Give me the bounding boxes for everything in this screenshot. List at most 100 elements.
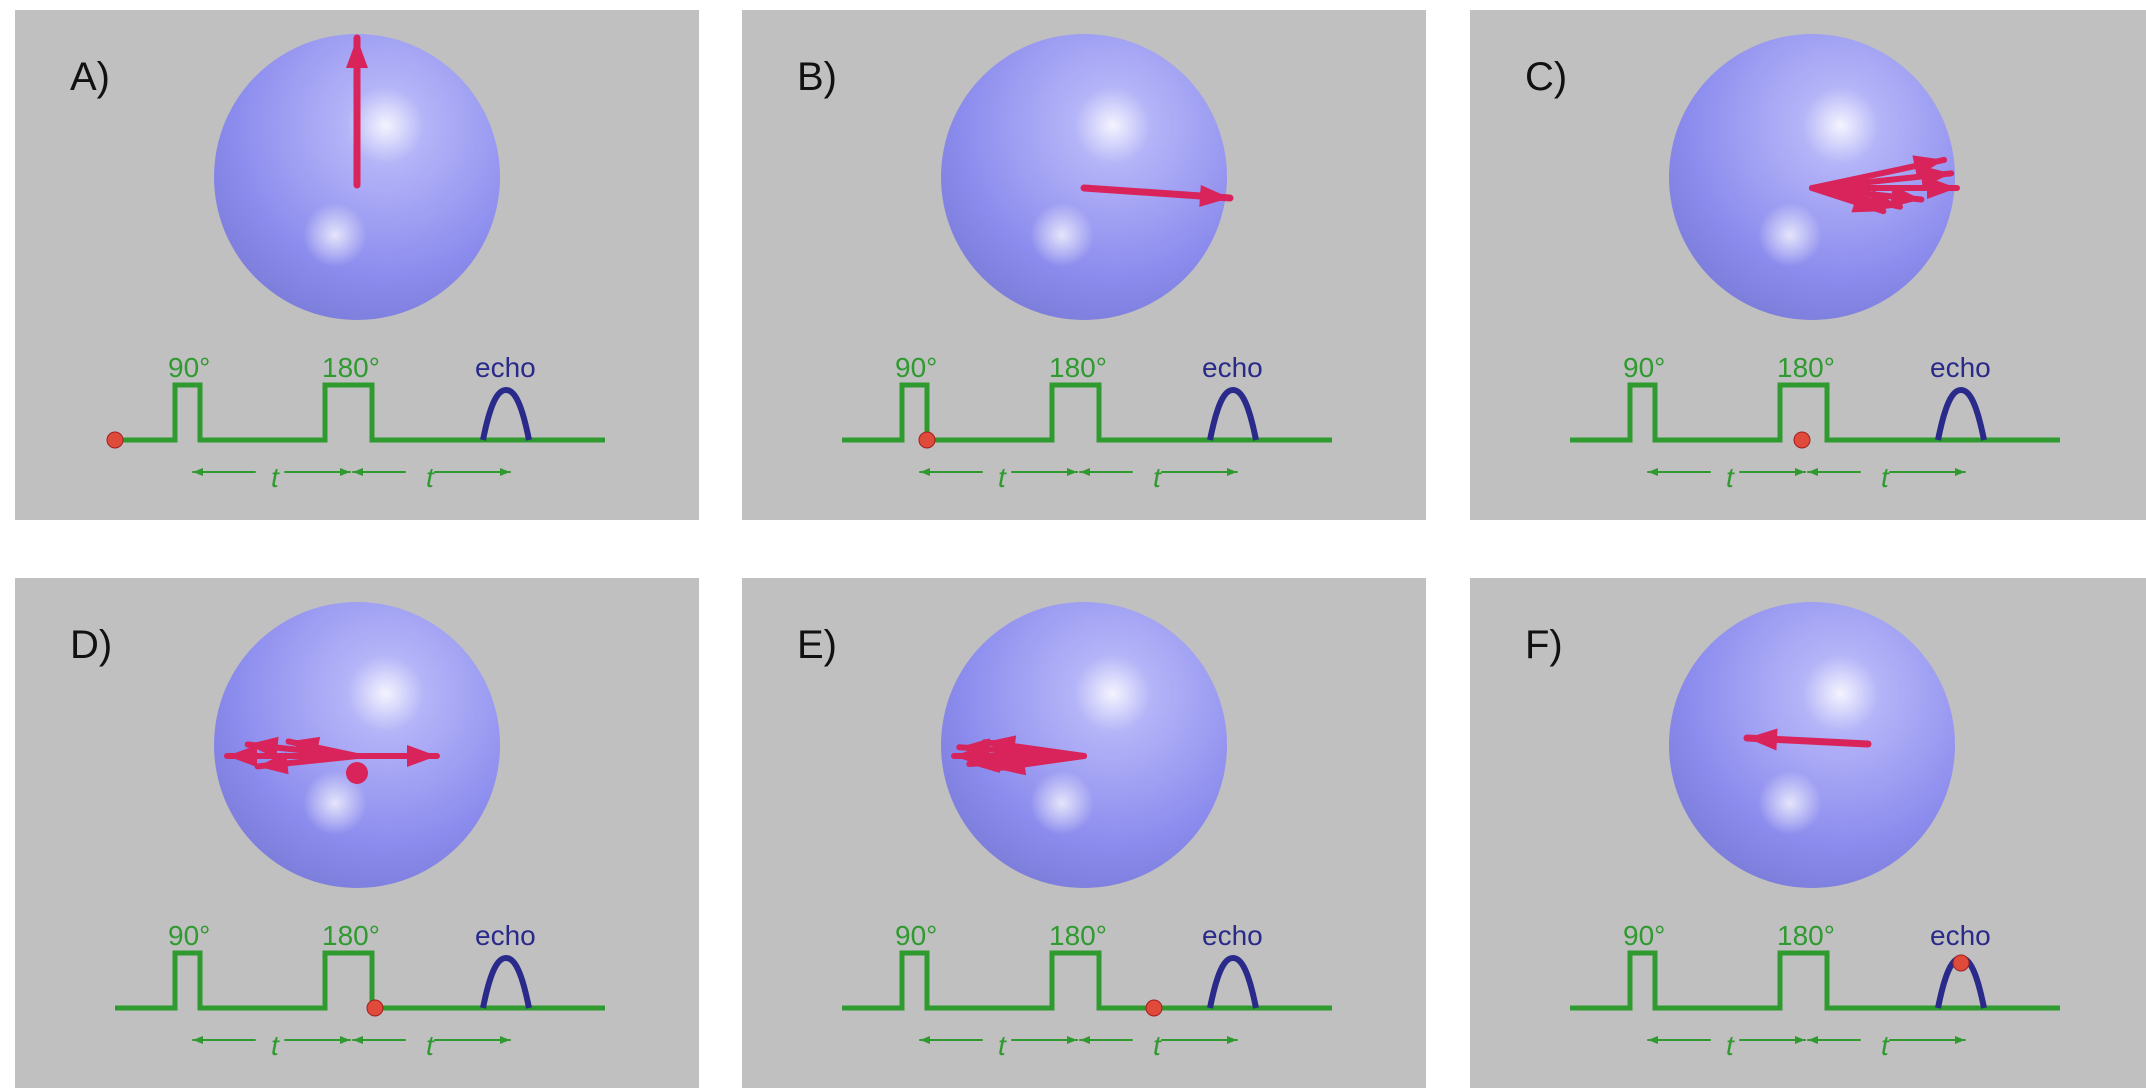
timing-arrow-3 [1807, 1036, 1861, 1044]
magnetization-arrow [1743, 728, 1872, 751]
timing-arrow-1 [192, 1036, 256, 1044]
bloch-sphere [941, 34, 1227, 320]
timing-arrow-4 [1161, 1036, 1238, 1044]
panel-d: D) 90° 180° echo t t [15, 578, 699, 1088]
timing-arrow-1 [919, 468, 983, 476]
echo-label: echo [1930, 920, 1991, 951]
time-marker [1952, 954, 1970, 972]
time-marker [918, 431, 936, 449]
pulse-sequence-line [842, 950, 1332, 1011]
timing-arrow-2 [1739, 1036, 1806, 1044]
magnetization-arrow [1080, 184, 1234, 207]
time-marker [106, 431, 124, 449]
timing-arrow-2 [1739, 468, 1806, 476]
pulse-sequence-line [1570, 382, 2060, 443]
panel-label: C) [1525, 55, 1568, 99]
timing-arrow-1 [192, 468, 256, 476]
timing-arrow-3 [352, 468, 406, 476]
pulse-sequence-line [115, 382, 605, 443]
bloch-sphere [1669, 34, 1955, 320]
timing-arrow-4 [1889, 1036, 1966, 1044]
echo-label: echo [1930, 352, 1991, 383]
panel-label: A) [70, 55, 110, 99]
time-marker [1793, 431, 1811, 449]
timing-arrow-3 [352, 1036, 406, 1044]
time-marker [1145, 999, 1163, 1017]
panel-label: E) [797, 623, 837, 667]
echo-signal [1207, 386, 1259, 441]
pulse-180-label: 180° [1777, 352, 1835, 383]
pulse-90-label: 90° [168, 920, 211, 951]
interval-t-label: t [1881, 462, 1889, 493]
pulse-90-label: 90° [1623, 352, 1666, 383]
echo-label: echo [1202, 352, 1263, 383]
bloch-sphere [214, 602, 500, 888]
magnetization-arrow-4 [981, 735, 1087, 759]
interval-t-label: t [1881, 1030, 1889, 1061]
pulse-90-label: 90° [1623, 920, 1666, 951]
magnetization-arrow-3 [254, 752, 360, 775]
timing-arrow-2 [1011, 1036, 1078, 1044]
panel-e: E) 90° 180° echo t t [742, 578, 1426, 1088]
interval-t-label: t [1726, 1030, 1734, 1061]
interval-t-label: t [1153, 1030, 1161, 1061]
interval-t-label: t [426, 1030, 434, 1061]
panel-diagram [1570, 602, 2060, 1044]
echo-signal [480, 386, 532, 441]
panel-label: D) [70, 623, 113, 667]
pulse-90-label: 90° [168, 352, 211, 383]
pulse-sequence-line [1570, 950, 2060, 1011]
timing-arrow-3 [1079, 1036, 1133, 1044]
vector-origin-ball [346, 762, 368, 784]
panel-f: F) 90° 180° echo t t [1470, 578, 2146, 1088]
interval-t-label: t [1726, 462, 1734, 493]
panel-diagram [842, 34, 1332, 476]
interval-t-label: t [271, 1030, 279, 1061]
timing-arrow-4 [434, 468, 511, 476]
panel-c: C) 90° 180° echo t t [1470, 10, 2146, 520]
timing-arrow-4 [1889, 468, 1966, 476]
timing-arrow-4 [434, 1036, 511, 1044]
bloch-sphere [1669, 602, 1955, 888]
timing-arrow-4 [1161, 468, 1238, 476]
pulse-sequence-line [842, 382, 1332, 443]
time-marker [366, 999, 384, 1017]
timing-arrow-2 [1011, 468, 1078, 476]
panel-a: A) 90° 180° echo t t [15, 10, 699, 520]
magnetization-arrow-5 [285, 736, 360, 759]
magnetization-arrow-6 [1809, 185, 1887, 215]
interval-t-label: t [998, 1030, 1006, 1061]
interval-t-label: t [1153, 462, 1161, 493]
pulse-180-label: 180° [1049, 920, 1107, 951]
pulse-180-label: 180° [1777, 920, 1835, 951]
magnetization-arrow-4 [354, 745, 440, 767]
interval-t-label: t [271, 462, 279, 493]
interval-t-label: t [426, 462, 434, 493]
echo-label: echo [475, 352, 536, 383]
timing-arrow-1 [1647, 468, 1711, 476]
timing-arrow-2 [284, 1036, 351, 1044]
pulse-90-label: 90° [895, 352, 938, 383]
echo-signal [480, 954, 532, 1009]
magnetization-arrow-5 [991, 753, 1087, 776]
interval-t-label: t [998, 462, 1006, 493]
echo-signal [1207, 954, 1259, 1009]
panel-label: F) [1525, 623, 1563, 667]
echo-label: echo [475, 920, 536, 951]
timing-arrow-1 [919, 1036, 983, 1044]
magnetization-arrow [346, 34, 368, 189]
panel-b: B) 90° 180° echo t t [742, 10, 1426, 520]
panel-label: B) [797, 55, 837, 99]
timing-arrow-1 [1647, 1036, 1711, 1044]
panel-diagram [842, 602, 1332, 1044]
pulse-180-label: 180° [322, 920, 380, 951]
echo-label: echo [1202, 920, 1263, 951]
pulse-sequence-line [115, 950, 605, 1011]
pulse-180-label: 180° [322, 352, 380, 383]
pulse-90-label: 90° [895, 920, 938, 951]
bloch-sphere [941, 602, 1227, 888]
timing-arrow-3 [1079, 468, 1133, 476]
pulse-180-label: 180° [1049, 352, 1107, 383]
timing-arrow-2 [284, 468, 351, 476]
echo-signal [1935, 386, 1987, 441]
